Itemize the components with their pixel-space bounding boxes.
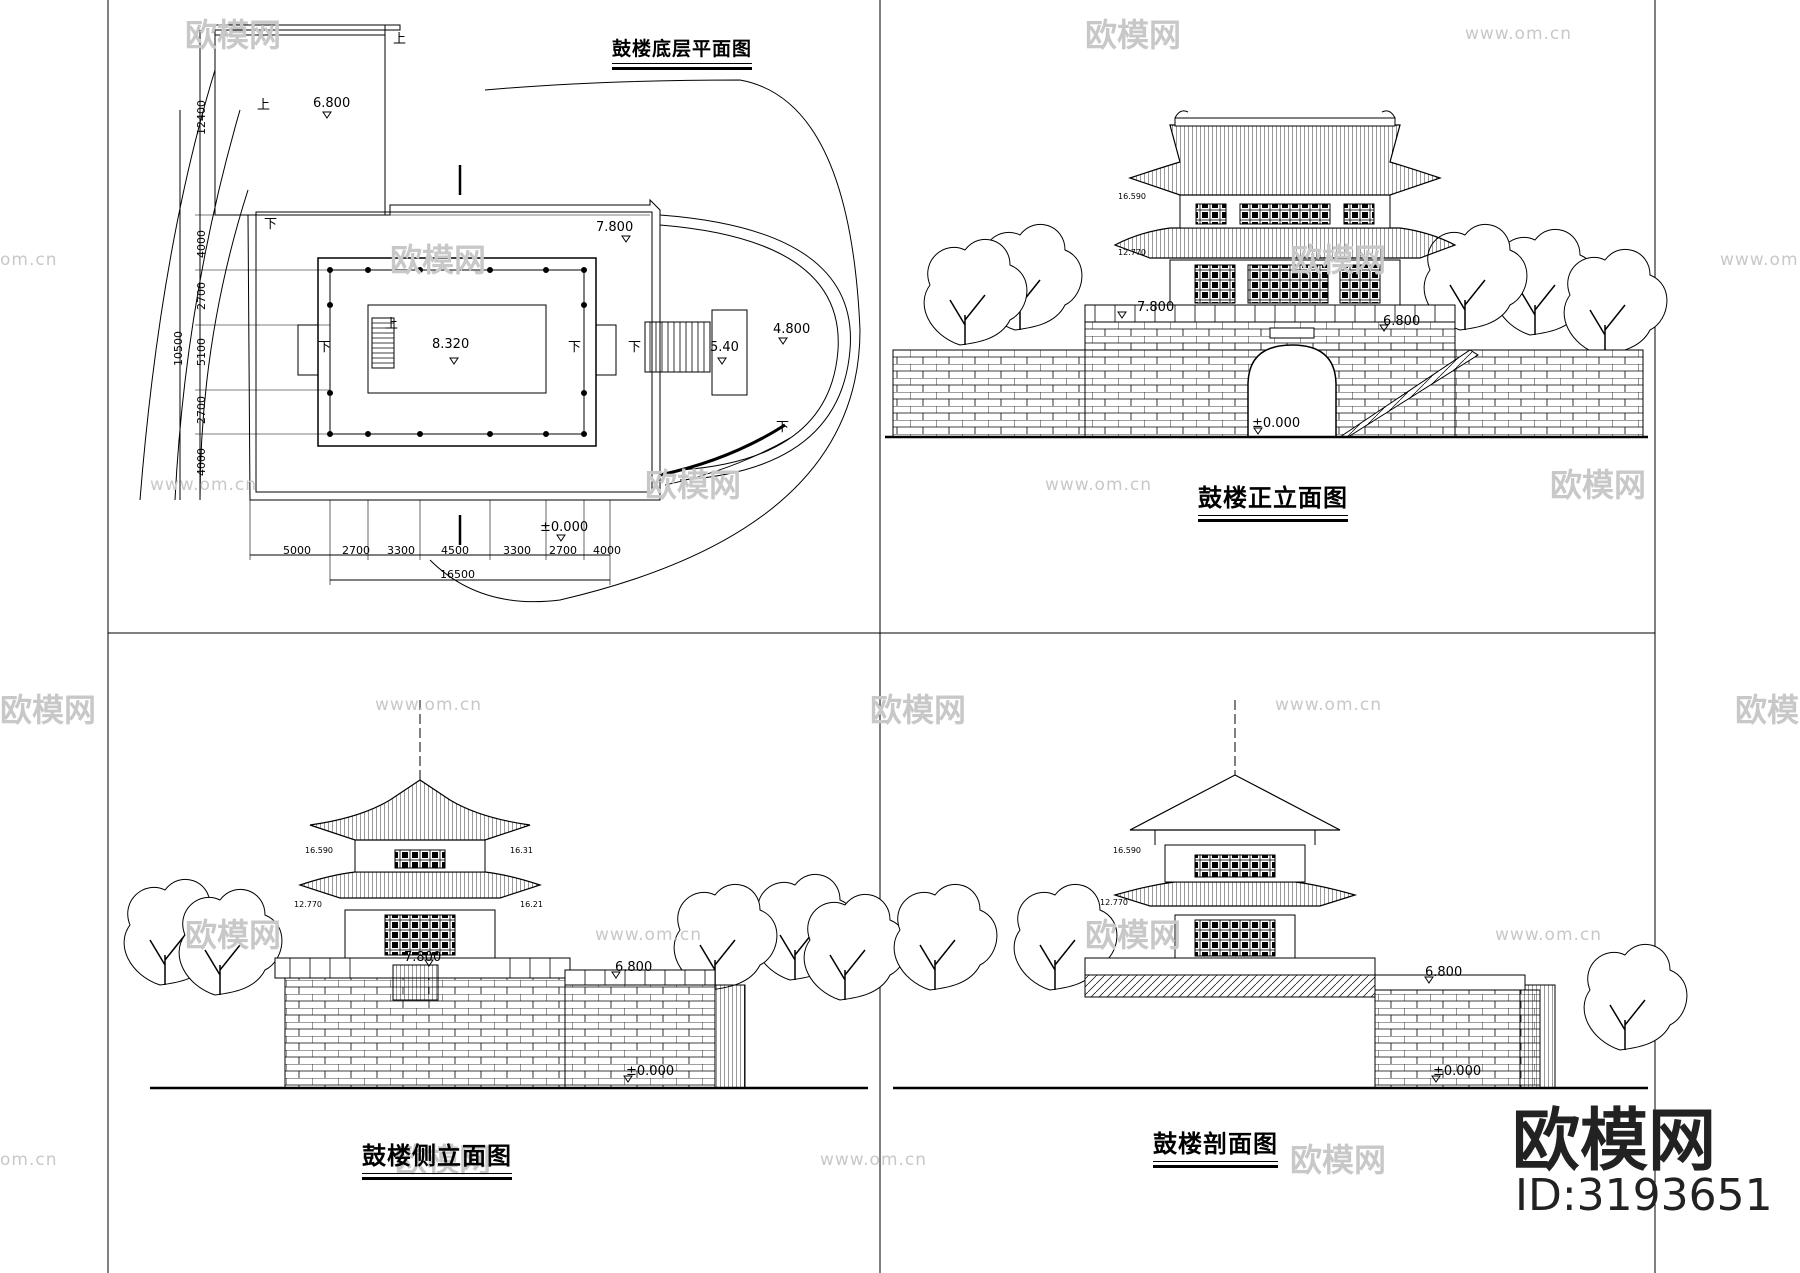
brand-logo-text: 欧模网 xyxy=(1512,1102,1717,1181)
overall-dimension: 10500 xyxy=(172,331,185,366)
watermark-url: om.cn xyxy=(0,1150,58,1170)
elevation-label: 8.320 xyxy=(432,337,470,352)
small-elevation-mark: 16.21 xyxy=(520,900,543,909)
watermark-url: www.om.cn xyxy=(375,695,483,715)
watermark-logo: 欧模网 xyxy=(1290,241,1387,279)
dimension: 2700 xyxy=(195,282,208,310)
side-elevation-title: 鼓楼侧立面图 xyxy=(362,1136,512,1180)
watermark-logo: 欧模网 xyxy=(185,16,282,54)
watermark-url: www.om.cn xyxy=(820,1150,928,1170)
watermark-url: om.cn xyxy=(0,250,58,270)
dimension: 3300 xyxy=(503,544,531,557)
overall-dimension: 16500 xyxy=(440,568,475,581)
elevation-label: 5.40 xyxy=(710,340,739,355)
watermark-url: www.om.cn xyxy=(1045,475,1153,495)
small-elevation-mark: 16.590 xyxy=(305,846,333,855)
watermark-url: www.om.cn xyxy=(1465,24,1573,44)
dimension: 2700 xyxy=(549,544,577,557)
front-elevation-drawing xyxy=(885,110,1668,439)
stair-down-label: 下 xyxy=(264,217,278,232)
section-drawing xyxy=(893,700,1688,1090)
watermark-url: www.om.cn xyxy=(595,925,703,945)
stair-up-label: 上 xyxy=(257,98,271,113)
dimension: 2700 xyxy=(195,396,208,424)
watermark-logo: 欧模网 xyxy=(185,916,282,954)
small-elevation-mark: 12.770 xyxy=(1100,898,1128,907)
dimension: 4000 xyxy=(195,230,208,258)
brand-id: ID:3193651 xyxy=(1515,1170,1773,1221)
floor-plan-title: 鼓楼底层平面图 xyxy=(612,34,753,70)
small-elevation-mark: 16.590 xyxy=(1113,846,1141,855)
dimension: 3300 xyxy=(387,544,415,557)
elevation-label: ±0.000 xyxy=(1252,416,1301,431)
dimension: 4500 xyxy=(441,544,469,557)
watermark-logo: 欧模网 xyxy=(645,466,742,504)
watermark-url: www.om.cn xyxy=(150,475,258,495)
sheet-frames xyxy=(107,0,1656,1273)
section-title: 鼓楼剖面图 xyxy=(1153,1124,1278,1168)
stair-down-label: 下 xyxy=(628,340,642,355)
watermark-logo: 欧模网 xyxy=(1735,691,1800,729)
dimension: 5100 xyxy=(195,338,208,366)
dimension: 4000 xyxy=(195,448,208,476)
elevation-label: 7.800 xyxy=(596,220,634,235)
elevation-label: 6.800 xyxy=(1425,965,1463,980)
small-elevation-mark: 12.770 xyxy=(1118,248,1146,257)
elevation-label: 6.800 xyxy=(1383,314,1421,329)
watermark-url: www.om.cn xyxy=(1495,925,1603,945)
small-elevation-mark: 16.590 xyxy=(1118,192,1146,201)
dimension: 12400 xyxy=(195,100,208,135)
elevation-label: 6.800 xyxy=(615,960,653,975)
small-elevation-mark: 16.31 xyxy=(510,846,533,855)
small-elevation-mark: 12.770 xyxy=(294,900,322,909)
stair-down-label: 下 xyxy=(776,420,790,435)
elevation-label: ±0.000 xyxy=(1433,1064,1482,1079)
dimension: 2700 xyxy=(342,544,370,557)
dimension: 5000 xyxy=(283,544,311,557)
watermark-logo: 欧模网 xyxy=(1085,16,1182,54)
watermark-logo: 欧模网 xyxy=(1290,1141,1387,1179)
elevation-label: ±0.000 xyxy=(540,520,589,535)
side-elevation-drawing xyxy=(123,700,908,1090)
watermark-logo: 欧模网 xyxy=(1550,466,1647,504)
watermark-logo: 欧模网 xyxy=(870,691,967,729)
dimension: 4000 xyxy=(593,544,621,557)
watermark-logo: 欧模网 xyxy=(0,691,97,729)
elevation-label: 7.800 xyxy=(1137,300,1175,315)
stair-up-label: 上 xyxy=(393,32,407,47)
watermark-url: www.om.cn xyxy=(1275,695,1383,715)
stair-down-label: 下 xyxy=(568,340,582,355)
front-elevation-title: 鼓楼正立面图 xyxy=(1198,478,1348,522)
floor-plan-drawing xyxy=(139,24,861,603)
stair-down-label: 下 xyxy=(318,340,332,355)
watermark-logo: 欧模网 xyxy=(390,241,487,279)
elevation-label: 4.800 xyxy=(773,322,811,337)
watermark-url: www.om.cn xyxy=(1720,250,1800,270)
elevation-label: ±0.000 xyxy=(626,1064,675,1079)
elevation-label: 7.800 xyxy=(404,950,442,965)
stair-up-label: 上 xyxy=(385,317,399,332)
elevation-label: 6.800 xyxy=(313,96,351,111)
watermark-logo: 欧模网 xyxy=(1085,916,1182,954)
